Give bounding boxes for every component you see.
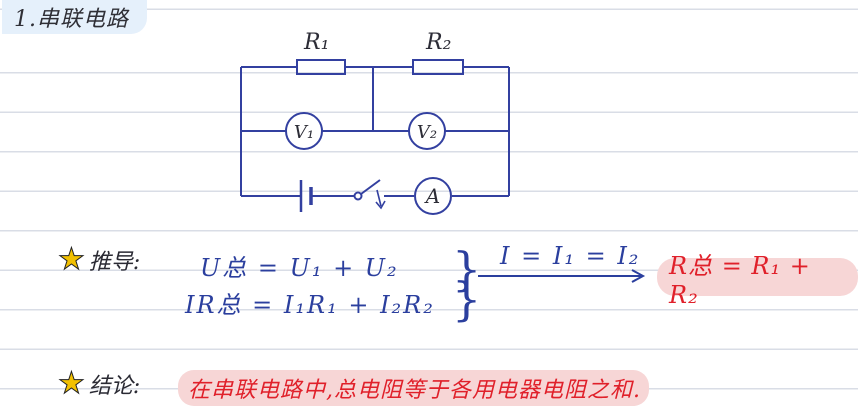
bracket-lower: } (452, 272, 482, 326)
ammeter (414, 177, 452, 215)
label-r2: R₂ (425, 30, 451, 55)
star-icon: ★ (58, 366, 86, 401)
voltmeter-v1 (285, 112, 323, 150)
section-title: 1.串联电路 (14, 7, 129, 32)
conclusion-label: 结论: (88, 374, 141, 399)
equation-2-row: IR总 = I₁R₁ + I₂R₂ (185, 285, 435, 320)
label-ammeter: A (424, 184, 440, 208)
star-icon: ★ (58, 242, 86, 277)
label-v1: V₁ (294, 122, 314, 143)
condition-row: I = I₁ = I₂ (500, 242, 640, 270)
resistor-r2 (412, 59, 464, 75)
switch-arrow-head (375, 200, 386, 210)
switch-lever (360, 179, 381, 195)
conclusion-header: ★ 结论: (58, 366, 141, 401)
bracket-upper: } (452, 242, 482, 296)
equation-1-row: U总 = U₁ + U₂ (200, 248, 399, 283)
conclusion-highlight: 在串联电路中,总电阻等于各用电器电阻之和. (178, 370, 649, 406)
switch-arrow-shaft (376, 189, 382, 207)
equation-2: IR总 = I₁R₁ + I₂R₂ (185, 291, 435, 319)
label-v2: V₂ (417, 122, 437, 143)
resistor-r1 (296, 59, 346, 75)
voltmeter-v2 (408, 112, 446, 150)
current-condition: I = I₁ = I₂ (500, 242, 641, 270)
equation-1: U总 = U₁ + U₂ (200, 254, 399, 282)
derivation-header: ★ 推导: (58, 242, 141, 277)
derivation-arrow-head (631, 269, 646, 283)
section-title-highlight: 1.串联电路 (2, 0, 147, 34)
result-highlight: R总 = R₁ + R₂ (657, 252, 858, 309)
label-r1: R₁ (303, 30, 329, 55)
derivation-label: 推导: (88, 250, 141, 275)
conclusion-text: 在串联电路中,总电阻等于各用电器电阻之和. (188, 378, 641, 403)
switch-contact (353, 191, 363, 201)
result-formula: R总 = R₁ + R₂ (669, 251, 811, 309)
